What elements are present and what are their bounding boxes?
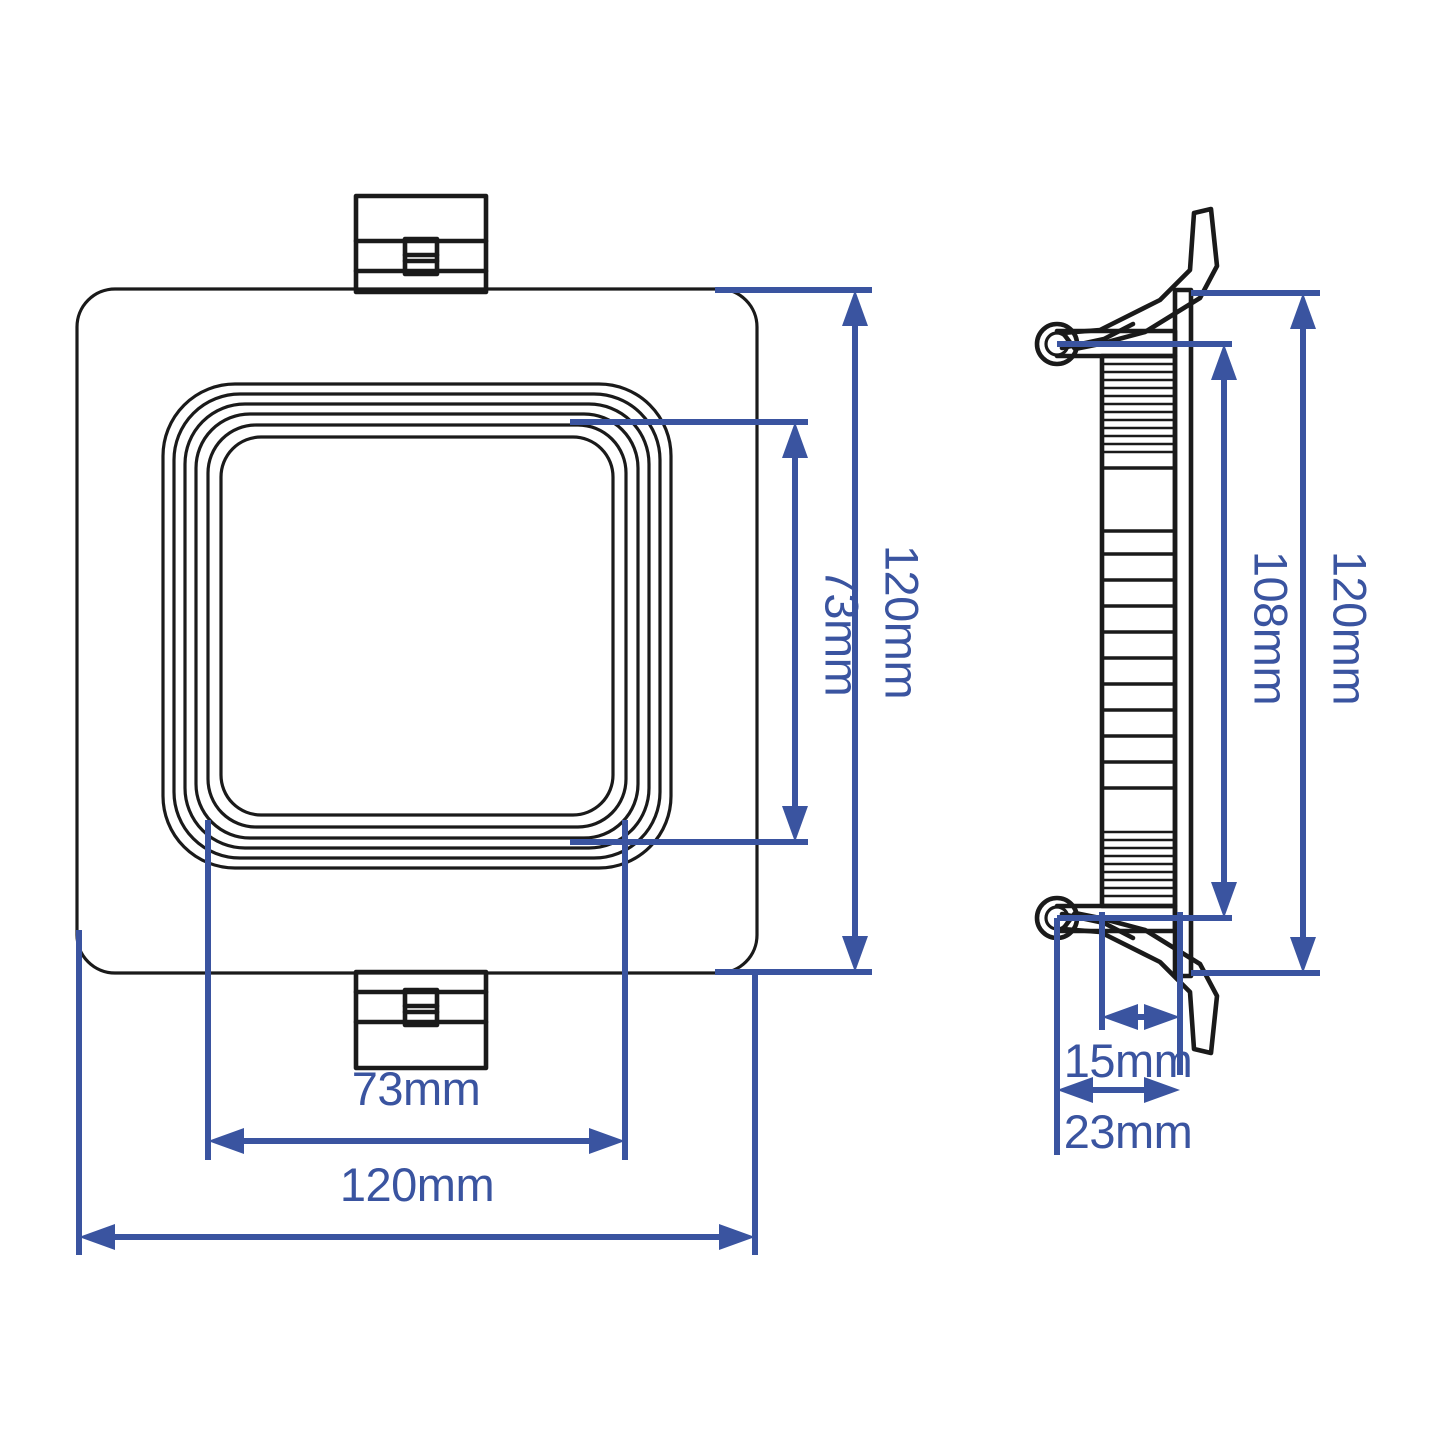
dim-front-height-inner: 73mm xyxy=(782,422,869,842)
front-view xyxy=(75,193,759,1071)
front-inner-aperture xyxy=(219,435,615,817)
dim-label-side-height-outer: 120mm xyxy=(1324,551,1377,705)
front-spring-clip-top xyxy=(353,193,489,295)
side-fins-regular xyxy=(1102,466,1175,790)
side-fins-dense-top xyxy=(1102,362,1175,454)
dim-label-front-width-outer: 120mm xyxy=(340,1158,494,1211)
front-outer-bezel xyxy=(75,287,759,975)
dim-label-side-depth-body: 15mm xyxy=(1064,1034,1193,1087)
dim-label-side-height-inner: 108mm xyxy=(1245,551,1298,705)
front-view-dimensions: 120mm 73mm 73mm xyxy=(76,287,929,1255)
dim-side-depth-total: 23mm xyxy=(1057,1077,1193,1158)
dim-label-front-height-outer: 120mm xyxy=(876,545,929,699)
dim-label-front-width-inner: 73mm xyxy=(352,1062,481,1115)
front-concentric-rings xyxy=(161,382,673,870)
dim-label-front-height-inner: 73mm xyxy=(816,568,869,697)
dim-front-height-outer: 120mm xyxy=(842,290,929,972)
dim-side-height-outer: 120mm xyxy=(1290,293,1377,973)
side-view-dimensions: 120mm 108mm 15mm xyxy=(1054,290,1377,1158)
dim-side-height-inner: 108mm xyxy=(1211,344,1298,918)
dim-front-width-inner: 73mm xyxy=(208,1062,625,1154)
dim-side-depth-body: 15mm xyxy=(1064,1004,1193,1087)
side-fins-dense-bottom xyxy=(1102,830,1175,898)
front-spring-clip-bottom xyxy=(353,969,489,1071)
dim-label-side-depth-total: 23mm xyxy=(1064,1105,1193,1158)
dim-front-width-outer: 120mm xyxy=(79,1158,755,1250)
side-view xyxy=(1034,206,1220,1056)
side-trim-edge xyxy=(1172,287,1194,979)
